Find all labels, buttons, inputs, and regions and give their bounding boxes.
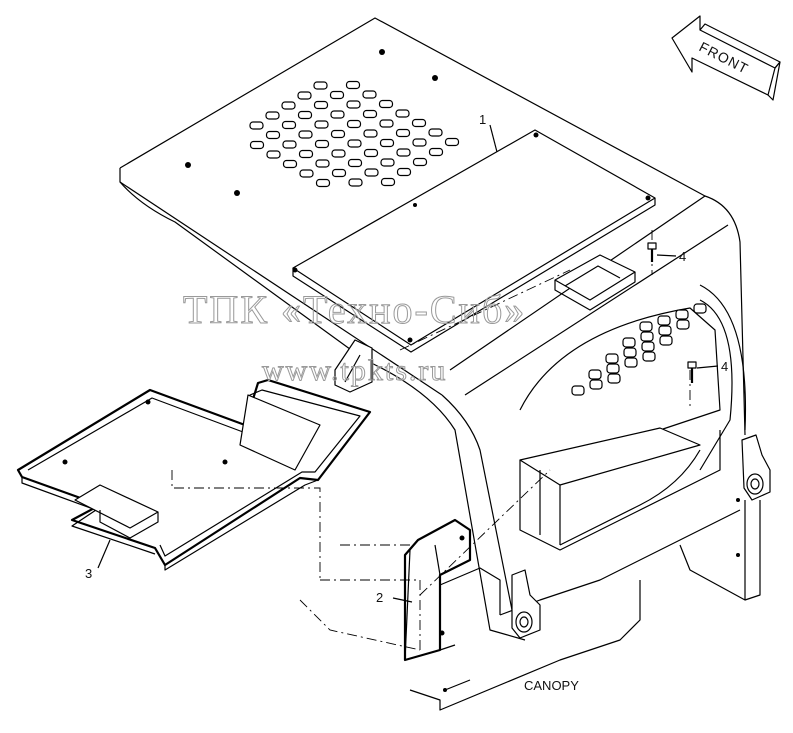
vent-slot xyxy=(395,109,410,118)
canopy-caption: CANOPY xyxy=(524,678,579,693)
vent-slot xyxy=(379,138,395,148)
vent-slot xyxy=(588,369,602,380)
callout-4-lower: 4 xyxy=(721,359,728,374)
hinge-right xyxy=(741,434,771,501)
vent-slot xyxy=(299,169,314,178)
vent-slot xyxy=(364,168,379,177)
roof-hole xyxy=(432,75,438,81)
vent-slot xyxy=(676,319,690,330)
vent-slot xyxy=(693,303,707,314)
rear-screen-grid xyxy=(519,303,721,451)
vent-slot xyxy=(314,120,329,129)
vent-slot xyxy=(623,347,637,358)
vent-slot xyxy=(331,168,347,178)
vent-slot xyxy=(330,110,345,119)
vent-slot xyxy=(363,129,378,138)
vent-slot xyxy=(362,90,377,99)
vent-slot xyxy=(315,159,330,168)
vent-slot xyxy=(428,128,443,137)
vent-slot xyxy=(571,385,585,396)
vent-slot xyxy=(265,130,281,140)
vent-slot xyxy=(379,119,394,128)
vent-slot xyxy=(380,158,395,167)
roof-hole xyxy=(379,49,385,55)
vent-slot xyxy=(380,177,396,187)
vent-slot xyxy=(297,91,312,100)
vent-slot xyxy=(346,119,362,129)
vent-slot xyxy=(395,128,411,138)
vent-slot xyxy=(249,140,265,150)
vent-slot xyxy=(642,351,656,362)
seat-tray xyxy=(519,427,721,551)
vent-slot xyxy=(347,158,363,168)
vent-slot xyxy=(362,109,378,119)
vent-slot xyxy=(622,337,636,348)
roof-hole xyxy=(185,162,191,168)
bolt-pin-upper xyxy=(647,242,657,262)
vent-slot xyxy=(412,138,427,147)
vent-slot xyxy=(330,129,346,139)
vent-slot xyxy=(249,121,264,130)
vent-slot xyxy=(606,363,620,374)
roof-hole xyxy=(234,190,240,196)
vent-slot xyxy=(266,150,281,159)
vent-slot xyxy=(282,159,298,169)
vent-slot xyxy=(639,321,653,332)
vent-slot xyxy=(658,325,672,336)
vent-slot xyxy=(411,118,427,128)
right-side-skin xyxy=(679,498,761,601)
vent-slot xyxy=(346,100,361,109)
vent-slot xyxy=(281,101,296,110)
vent-slot xyxy=(265,111,280,120)
vent-slot xyxy=(345,80,361,90)
vent-slot xyxy=(444,137,460,147)
callout-1: 1 xyxy=(479,112,486,127)
vent-slot xyxy=(363,148,379,158)
callout-2: 2 xyxy=(376,590,383,605)
roof-cover-plate xyxy=(292,129,656,353)
callout-3: 3 xyxy=(85,566,92,581)
vent-slot xyxy=(624,357,638,368)
floor-mat xyxy=(16,378,372,571)
vent-slot xyxy=(315,178,331,188)
vent-slot xyxy=(378,99,394,109)
vent-slot xyxy=(412,157,428,167)
watermark-title: ТПК «Техно-Сиб» xyxy=(183,287,526,332)
vent-slot xyxy=(297,110,313,120)
vent-slot xyxy=(298,149,314,159)
vent-slot xyxy=(396,148,411,157)
vent-slot xyxy=(298,130,313,139)
callout-4-upper: 4 xyxy=(679,249,686,264)
vent-slot xyxy=(428,147,444,157)
vent-slot xyxy=(396,167,412,177)
vent-slot xyxy=(282,140,297,149)
vent-slot xyxy=(589,379,603,390)
vent-slot xyxy=(313,100,329,110)
vent-slot xyxy=(659,335,673,346)
bolt-pin-lower xyxy=(687,361,697,383)
vent-slot xyxy=(329,90,345,100)
vent-slot xyxy=(348,178,363,187)
vent-slot xyxy=(314,139,330,149)
vent-slot xyxy=(331,149,346,158)
callout-leaders xyxy=(97,124,719,603)
vent-slot xyxy=(605,353,619,364)
hinge-left xyxy=(511,569,541,639)
assembly-lines xyxy=(171,230,691,651)
vent-slot xyxy=(347,139,362,148)
vent-slot xyxy=(640,331,654,342)
watermark-url: www.tpkts.ru xyxy=(262,354,447,387)
vent-slot xyxy=(313,81,328,90)
vent-slot xyxy=(607,373,621,384)
front-direction-arrow: FRONT xyxy=(671,15,781,101)
vent-slot xyxy=(641,341,655,352)
vent-slot xyxy=(675,309,689,320)
roof-vent-grid xyxy=(249,80,460,188)
vent-slot xyxy=(657,315,671,326)
rear-bracket xyxy=(334,254,636,393)
vent-slot xyxy=(281,120,297,130)
